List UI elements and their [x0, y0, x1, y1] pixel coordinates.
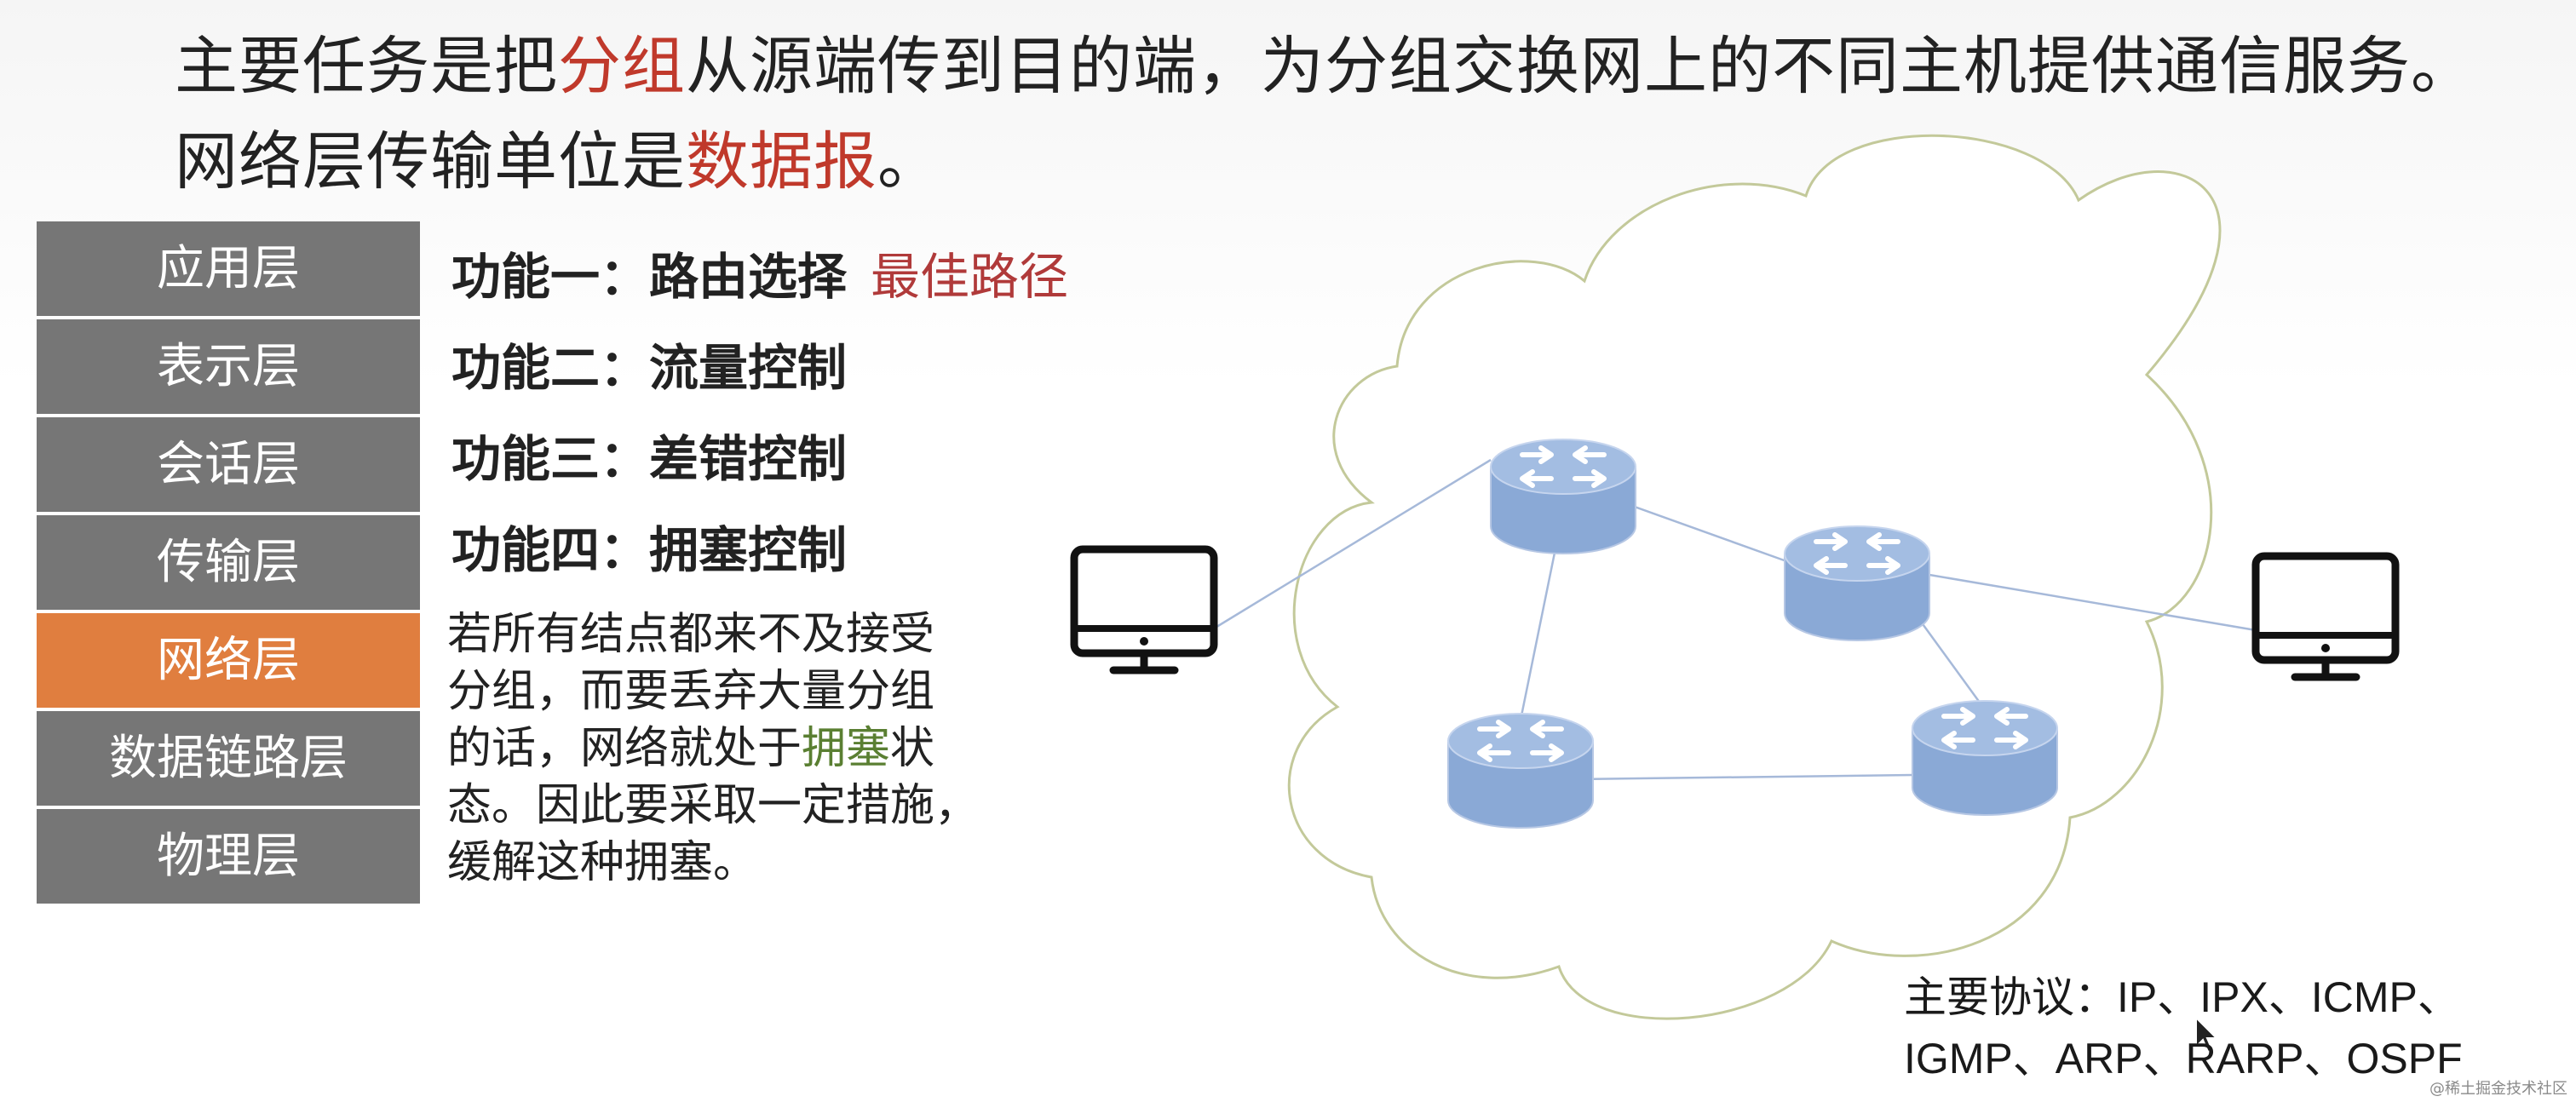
intro-text-part: 网络层传输单位是: [175, 125, 686, 198]
function-1: 功能一：路由选择最佳路径: [451, 234, 1068, 325]
explanation-highlight-congestion: 拥塞: [802, 723, 891, 774]
protocol-list: 主要协议：IP、IPX、ICMP、 IGMP、ARP、RARP、OSPF: [1904, 967, 2463, 1089]
osi-layer-stack: 应用层 表示层 会话层 传输层 网络层 数据链路层 物理层: [37, 221, 420, 907]
link-router2-router4: [1919, 621, 1991, 716]
function-list: 功能一：路由选择最佳路径 功能二：流量控制 功能三：差错控制 功能四：拥塞控制: [451, 234, 1068, 599]
link-host1-router1: [1213, 458, 1492, 630]
layer-session: 会话层: [37, 417, 420, 512]
cloud-outline: [1287, 134, 2222, 1020]
function-2: 功能二：流量控制: [451, 339, 848, 397]
intro-highlight-datagram: 数据报: [686, 125, 877, 198]
intro-text-part: 主要任务是把: [175, 30, 558, 103]
watermark: @稀土掘金技术社区: [2429, 1080, 2567, 1098]
intro-text-part: 。: [877, 125, 941, 198]
explanation-line-3: 的话，网络就处于拥塞状: [447, 720, 979, 778]
layer-physical: 物理层: [37, 809, 420, 904]
explanation-line-1: 若所有结点都来不及接受: [447, 609, 935, 660]
layer-transport: 传输层: [37, 515, 420, 610]
intro-highlight-packet: 分组: [558, 30, 686, 103]
intro-text-part: 从源端传到目的端，为分组交换网上的不同主机提供通信服务。: [686, 30, 2475, 103]
explanation-line-2: 分组，而要丢弃大量分组: [447, 666, 935, 717]
intro-line-2: 网络层传输单位是数据报。: [175, 114, 2475, 209]
function-1-note: 最佳路径: [871, 248, 1069, 306]
function-3: 功能三：差错控制: [451, 430, 848, 488]
explanation-text-part: 的话，网络就处于: [447, 723, 802, 774]
explanation-text-part: 状: [890, 723, 935, 774]
monitor-icon: [1074, 549, 1214, 670]
router-icon: [1785, 526, 1929, 640]
intro-line-1: 主要任务是把分组从源端传到目的端，为分组交换网上的不同主机提供通信服务。: [175, 19, 2475, 114]
protocol-line-1: 主要协议：IP、IPX、ICMP、: [1904, 973, 2460, 1021]
layer-application: 应用层: [37, 221, 420, 316]
function-1-label: 功能一：路由选择: [451, 248, 848, 306]
protocol-line-2: IGMP、ARP、RARP、OSPF: [1904, 1035, 2463, 1082]
link-router3-router4: [1575, 773, 1913, 781]
link-router2-host2: [1929, 573, 2257, 632]
router-icon: [1912, 701, 2057, 815]
explanation-line-5: 缓解这种拥塞。: [447, 837, 758, 888]
function-4: 功能四：拥塞控制: [451, 521, 848, 579]
layer-presentation: 表示层: [37, 319, 420, 414]
layer-data-link: 数据链路层: [37, 711, 420, 806]
intro-text: 主要任务是把分组从源端传到目的端，为分组交换网上的不同主机提供通信服务。 网络层…: [175, 19, 2475, 209]
router-icon: [1491, 439, 1636, 554]
cursor-icon: [2195, 1015, 2219, 1053]
monitor-icon: [2256, 556, 2395, 677]
router-icon: [1448, 714, 1593, 828]
explanation-line-4: 态。因此要采取一定措施，: [447, 780, 980, 831]
congestion-explanation: 若所有结点都来不及接受 分组，而要丢弃大量分组 的话，网络就处于拥塞状 态。因此…: [447, 606, 979, 892]
layer-network: 网络层: [37, 613, 420, 708]
